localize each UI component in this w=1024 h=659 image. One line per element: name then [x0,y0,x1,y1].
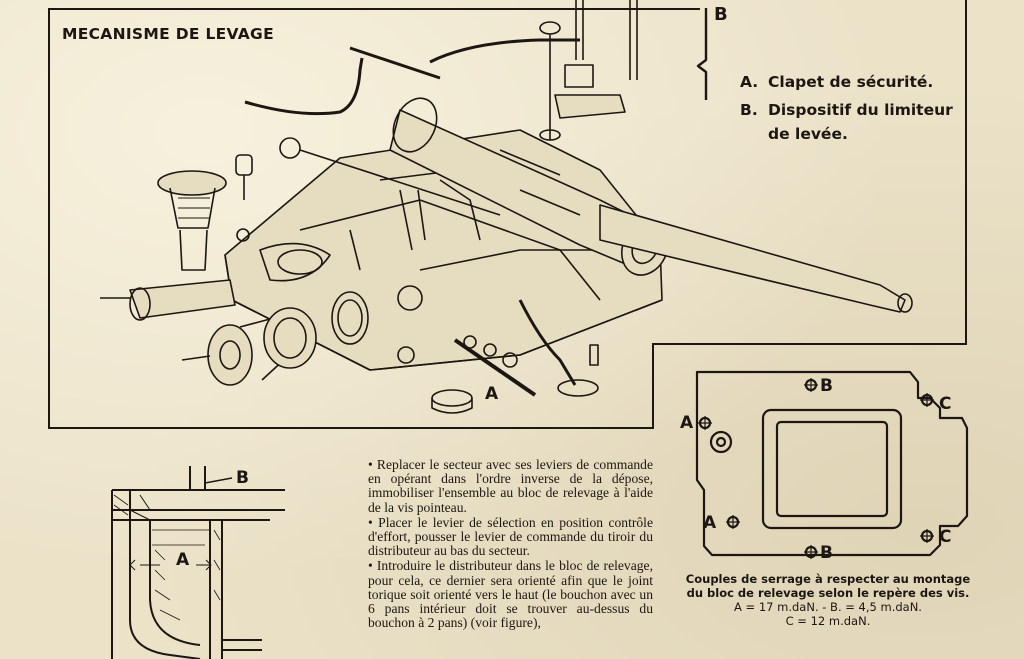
mounting-plate-drawing [695,370,969,559]
caption-line-4: C = 12 m.daN. [785,614,871,628]
legend-item-a: A.Clapet de sécurité. [740,73,934,91]
torque-caption: Couples de serrage à respecter au montag… [678,572,978,628]
frame-bottom [48,427,654,429]
caption-line-3: A = 17 m.daN. - B. = 4,5 m.daN. [734,600,922,614]
frame-right [965,0,967,345]
label-plate-b1: B [820,376,833,396]
label-section-b: B [236,468,249,488]
legend-item-b-cont: de levée. [768,125,848,143]
instructions-text: • Replacer le secteur avec ses leviers d… [368,457,653,631]
frame-divider-horizontal [652,343,966,345]
legend-bracket-label: B [714,4,728,25]
label-section-a: A [176,550,190,570]
label-plate-b2: B [820,543,833,563]
frame-left [48,8,50,428]
legend: A.Clapet de sécurité. B.Dispositif du li… [740,70,953,146]
frame-divider-vertical [652,343,654,429]
instruction-paragraph: • Introduire le distributeur dans le blo… [368,558,653,631]
cross-section-drawing [111,466,285,659]
label-main-a: A [485,384,499,404]
caption-line-2: du bloc de relevage selon le repère des … [686,586,970,600]
lift-housing-drawing [100,0,913,414]
page-title: MECANISME DE LEVAGE [62,25,274,43]
legend-bracket [696,8,708,100]
instruction-paragraph: • Placer le levier de sélection en posit… [368,514,653,559]
label-plate-a2: A [703,513,717,533]
label-plate-c2: C [939,527,951,547]
label-plate-a1: A [680,413,694,433]
label-plate-c1: C [939,394,951,414]
frame-top [48,8,700,10]
instruction-paragraph: • Replacer le secteur avec ses leviers d… [368,457,653,515]
legend-item-b: B.Dispositif du limiteur [740,101,953,119]
caption-line-1: Couples de serrage à respecter au montag… [685,572,971,586]
